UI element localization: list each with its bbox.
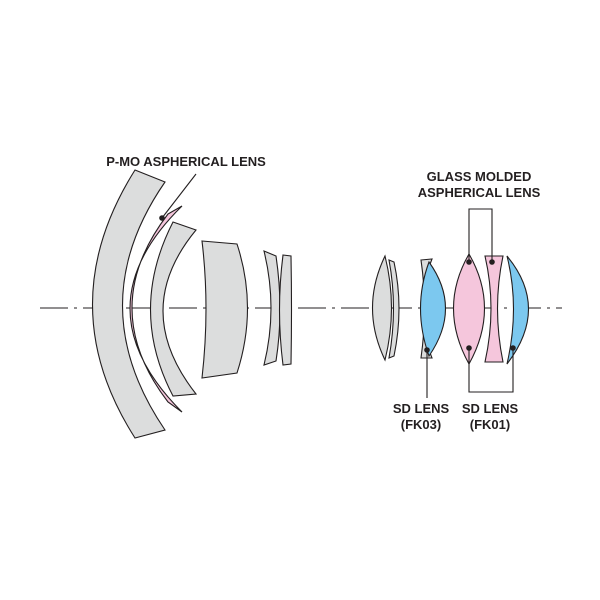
leader-sd-fk01 xyxy=(468,348,514,393)
lens-element-6 xyxy=(278,254,293,366)
sd-lens-fk03 xyxy=(419,260,446,358)
label-glass-molded-line1: GLASS MOLDED xyxy=(427,169,532,184)
lens-element-4 xyxy=(201,240,249,379)
pmo-aspherical-lens xyxy=(129,205,183,413)
leader-dot-glass-molded-rear xyxy=(489,259,495,265)
leader-dot-sd-fk03 xyxy=(424,347,430,353)
leader-pmo-aspherical xyxy=(161,173,197,219)
lens-element-3 xyxy=(149,221,198,397)
label-glass-molded-line2: ASPHERICAL LENS xyxy=(418,185,541,200)
leader-dot-pmo xyxy=(159,215,165,221)
lens-element-1 xyxy=(91,169,166,439)
label-pmo-aspherical: P-MO ASPHERICAL LENS xyxy=(106,154,266,169)
leader-dot-sd-fk01-front xyxy=(466,345,472,351)
glass-molded-aspherical-lens-rear xyxy=(484,255,504,363)
leader-glass-molded xyxy=(468,208,493,262)
sd-lens-fk01 xyxy=(506,255,530,365)
leader-dot-sd-fk01-rear xyxy=(510,345,516,351)
lens-element-7 xyxy=(372,254,392,362)
label-sd-fk01-line2: (FK01) xyxy=(470,417,510,432)
label-sd-fk03-line1: SD LENS xyxy=(393,401,450,416)
leader-dot-glass-molded-front xyxy=(466,259,472,265)
lens-element-8 xyxy=(388,259,400,359)
lens-element-5 xyxy=(263,250,281,366)
label-sd-fk03-line2: (FK03) xyxy=(401,417,441,432)
label-sd-fk01-line1: SD LENS xyxy=(462,401,519,416)
